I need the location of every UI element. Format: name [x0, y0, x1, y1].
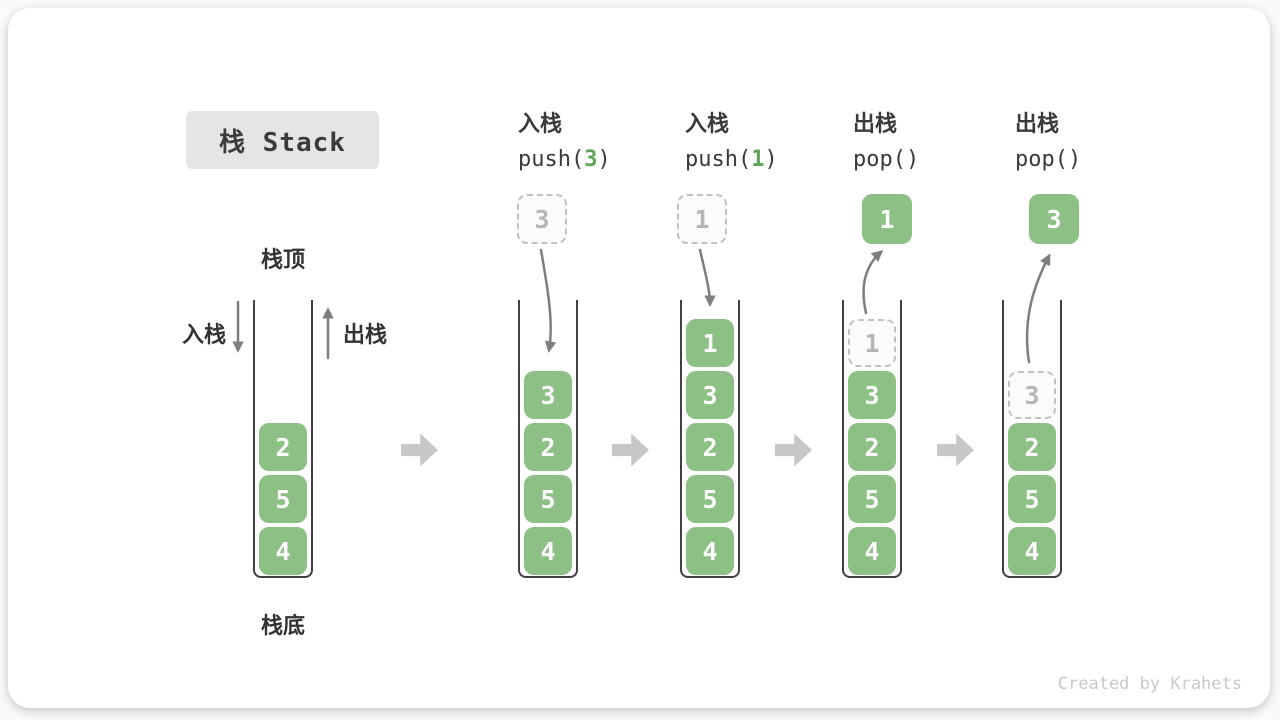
- stack-cell-removed: 3: [1008, 371, 1056, 419]
- popped-value-box: 3: [1029, 194, 1079, 244]
- pushed-value: 3: [534, 204, 550, 234]
- code-post: ): [1067, 147, 1082, 172]
- stack-cell: 4: [259, 527, 307, 575]
- stack-cell: 2: [259, 423, 307, 471]
- stack-cell: 3: [686, 371, 734, 419]
- op-name: 入栈: [685, 111, 730, 136]
- code-post: ): [764, 147, 778, 172]
- code-arg: 3: [584, 147, 598, 172]
- op-code: push(3): [518, 147, 688, 172]
- code-pre: push(: [685, 147, 752, 172]
- op-code: pop(): [1015, 147, 1185, 172]
- op-code: push(1): [685, 147, 855, 172]
- pushed-value: 1: [694, 204, 710, 234]
- stack-cell: 2: [848, 423, 896, 471]
- push-side-label: 入栈: [181, 322, 226, 347]
- op-label-push-3: 入栈 push(3): [518, 106, 688, 172]
- code-arg: 1: [751, 147, 765, 172]
- stack-container-after-pop2: 3 2 5 4: [1002, 300, 1062, 578]
- code-pre: push(: [518, 147, 585, 172]
- stack-cell: 2: [524, 423, 572, 471]
- code-post: ): [597, 147, 611, 172]
- op-name: 出栈: [853, 111, 898, 136]
- op-name: 出栈: [1015, 111, 1060, 136]
- op-label-push-1: 入栈 push(1): [685, 106, 855, 172]
- stack-cell: 2: [1008, 423, 1056, 471]
- title-box: 栈 Stack: [186, 111, 379, 169]
- stack-container-after-pop1: 1 3 2 5 4: [842, 300, 902, 578]
- stack-cell: 1: [686, 319, 734, 367]
- page-title: 栈 Stack: [219, 127, 346, 158]
- stack-cell: 5: [848, 475, 896, 523]
- pushed-value-box: 1: [677, 194, 727, 244]
- stack-cell: 4: [524, 527, 572, 575]
- stack-cell: 3: [848, 371, 896, 419]
- stack-top-label: 栈顶: [260, 247, 305, 272]
- stack-cell: 4: [1008, 527, 1056, 575]
- op-name: 入栈: [518, 111, 563, 136]
- popped-value: 3: [1046, 204, 1062, 234]
- stack-container-after-push1: 1 3 2 5 4: [680, 300, 740, 578]
- code-pre: pop(: [1015, 147, 1068, 172]
- op-code: pop(): [853, 147, 1023, 172]
- stack-cell: 2: [686, 423, 734, 471]
- code-pre: pop(: [853, 147, 906, 172]
- stack-cell: 5: [686, 475, 734, 523]
- stack-cell-removed: 1: [848, 319, 896, 367]
- stack-cell: 5: [259, 475, 307, 523]
- code-post: ): [905, 147, 920, 172]
- stack-cell: 3: [524, 371, 572, 419]
- pop-side-label: 出栈: [343, 322, 388, 347]
- stack-container-initial: 2 5 4: [253, 300, 313, 578]
- popped-value-box: 1: [862, 194, 912, 244]
- stack-container-after-push3: 3 2 5 4: [518, 300, 578, 578]
- pushed-value-box: 3: [517, 194, 567, 244]
- stack-cell: 4: [848, 527, 896, 575]
- stack-cell: 5: [524, 475, 572, 523]
- op-label-pop-1: 出栈 pop(): [853, 106, 1023, 172]
- stack-cell: 5: [1008, 475, 1056, 523]
- op-label-pop-2: 出栈 pop(): [1015, 106, 1185, 172]
- stack-bottom-label: 栈底: [260, 613, 305, 638]
- stack-cell: 4: [686, 527, 734, 575]
- popped-value: 1: [879, 204, 895, 234]
- watermark: Created by Krahets: [1057, 674, 1242, 694]
